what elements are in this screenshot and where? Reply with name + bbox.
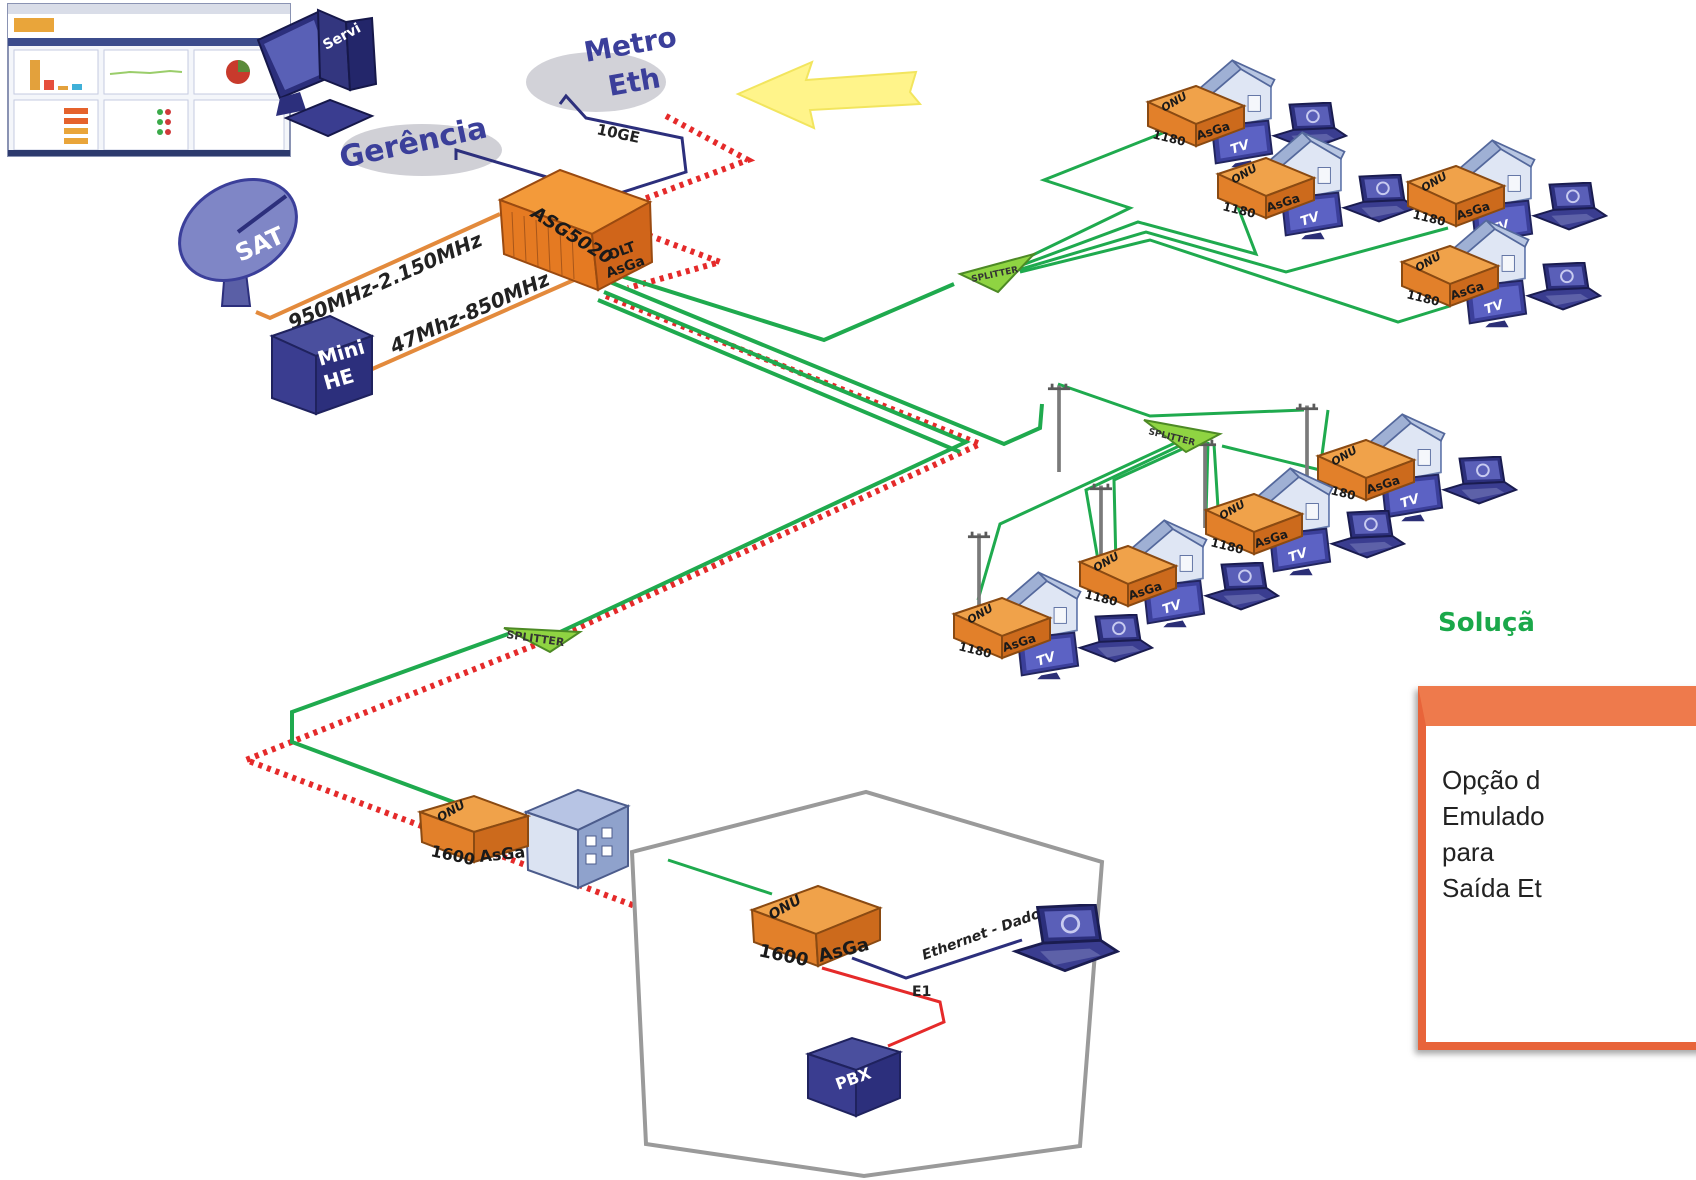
callout-text: Opção d Emulado para Saída Et <box>1442 762 1545 906</box>
olt-asg5020: ASG5020 OLT AsGa <box>497 168 654 292</box>
pbx: PBX <box>804 1036 904 1118</box>
tdm-emulation-path <box>237 113 988 1059</box>
laptop-icon <box>1526 262 1602 311</box>
e1-link <box>821 966 946 1048</box>
splitter-1: SPLITTER <box>957 252 1038 294</box>
solucao-heading: Soluçã <box>1438 608 1535 638</box>
server-tower-icon <box>316 8 378 92</box>
splitter-1-branches <box>1009 128 1451 324</box>
callout-line: para <box>1442 837 1495 867</box>
pole-cables <box>976 382 1330 601</box>
tv-label: TV <box>1299 209 1323 229</box>
tv-label: TV <box>1161 597 1185 617</box>
arrow-left-icon <box>735 60 923 130</box>
enterprise-feeder <box>290 632 509 808</box>
management-dashboard-thumbnail <box>7 3 291 157</box>
tv-label: TV <box>1229 137 1253 157</box>
metro-10ge-link <box>558 93 688 202</box>
gerencia-link <box>454 147 551 180</box>
callout-line: Saída Et <box>1442 873 1542 903</box>
fiber-trunks <box>559 270 1044 634</box>
sat-rf-link <box>255 212 501 321</box>
onu-1600-enterprise: ONU 1600 AsGa <box>416 794 532 869</box>
metro-eth-cloud: Metro Eth <box>526 20 679 112</box>
corporate-fiber-link <box>667 858 773 896</box>
splitter-3: SPLITTER <box>503 627 584 654</box>
laptop-icon <box>1078 614 1154 663</box>
utility-pole-icon <box>1047 383 1071 472</box>
link-10ge-label: 10GE <box>595 120 641 147</box>
e1-label: E1 <box>912 984 931 1000</box>
tv-label: TV <box>1399 491 1423 511</box>
callout-line: Opção d <box>1442 765 1541 795</box>
laptop-icon <box>1342 174 1418 223</box>
building-icon <box>523 788 631 890</box>
tv-label: TV <box>1035 649 1059 669</box>
callout-line: Emulado <box>1442 801 1545 831</box>
laptop-icon <box>1532 182 1608 231</box>
subscriber-sites: TVONU1180AsGaTVONU1180AsGaTVONU1180AsGaT… <box>951 59 1608 680</box>
server-workstation: Servi <box>256 8 378 138</box>
mini-he: Mini HE <box>269 314 375 416</box>
tv-label: TV <box>1483 297 1507 317</box>
ethernet-dados-link <box>851 938 1023 980</box>
satellite-dish-icon: SAT <box>178 178 298 307</box>
enterprise-site: ONU 1600 AsGa <box>416 788 631 890</box>
minihe-rf-link <box>369 270 593 372</box>
callout-box: Opção d Emulado para Saída Et <box>1418 686 1696 1050</box>
laptop-icon <box>1204 562 1280 611</box>
tv-label: TV <box>1287 545 1311 565</box>
laptop-icon <box>1442 456 1518 505</box>
onu-1600-enterprise-brand: AsGa <box>478 842 526 866</box>
laptop-icon <box>1330 510 1406 559</box>
corporate-detail-hexagon <box>629 789 1105 1179</box>
